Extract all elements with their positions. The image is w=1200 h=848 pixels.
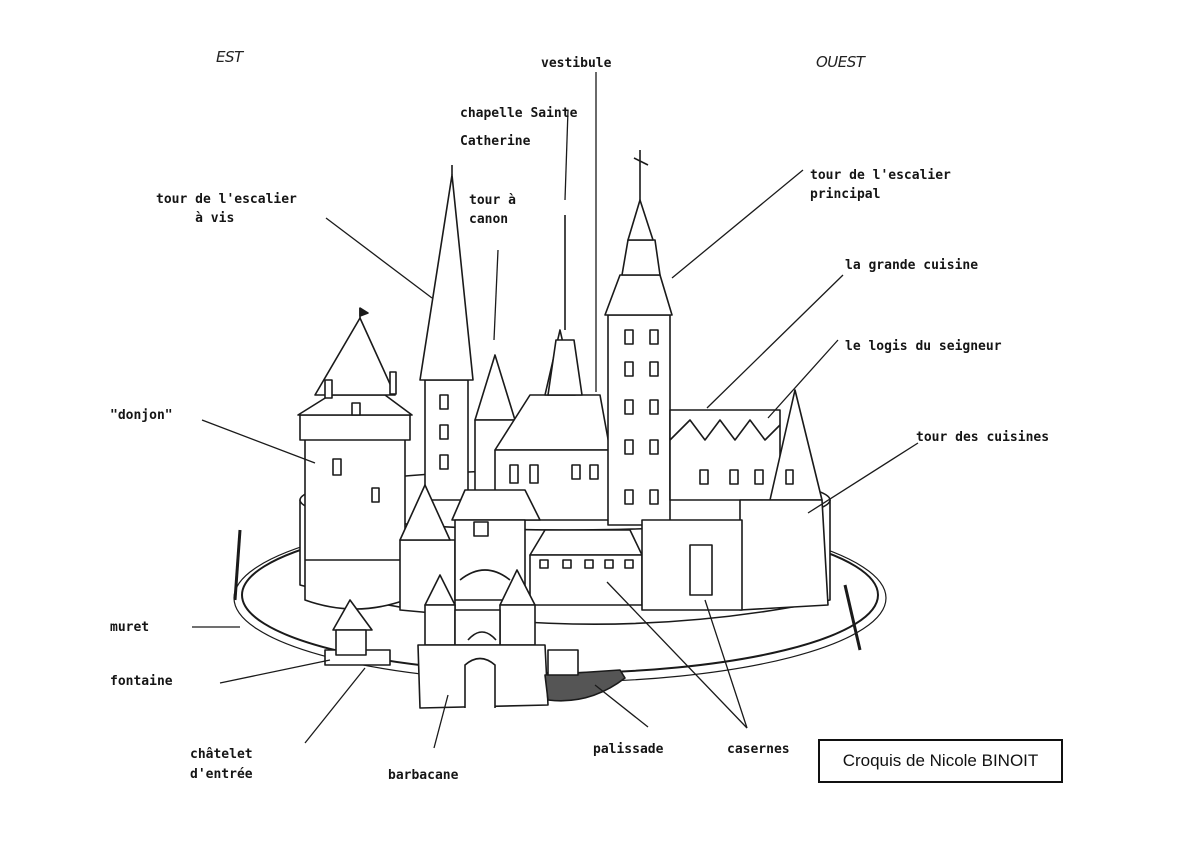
label-barbacane: barbacane — [388, 768, 459, 783]
label-chatelet: châtelet d'entrée — [190, 747, 253, 782]
palisade — [544, 649, 626, 702]
label-fontaine: fontaine — [110, 674, 173, 689]
lords-lodging — [669, 409, 781, 501]
label-tour-cuisines: tour des cuisines — [916, 430, 1050, 445]
barracks — [529, 519, 743, 611]
label-tour-escalier-principal: tour de l'escalier principal — [810, 168, 951, 202]
label-palissade: palissade — [593, 742, 664, 757]
ring-posts — [233, 529, 862, 651]
spiral-stair-tower — [419, 165, 474, 501]
label-muret: muret — [110, 620, 150, 635]
label-logis-seigneur: le logis du seigneur — [845, 339, 1002, 354]
credit-box: Croquis de Nicole BINOIT — [818, 739, 1063, 783]
label-tour-escalier-vis: tour de l'escalier à vis — [156, 192, 297, 226]
kitchen-tower — [739, 389, 829, 611]
main-stair-tower — [604, 150, 673, 526]
fountain — [324, 599, 391, 666]
barbican — [417, 569, 549, 709]
west-label: OUEST — [816, 53, 865, 71]
leader-lines — [192, 72, 919, 749]
credit-text: Croquis de Nicole BINOIT — [842, 751, 1039, 770]
chapel — [494, 215, 611, 521]
label-tour-canon: tour à canon — [469, 193, 516, 227]
label-grande-cuisine: la grande cuisine — [845, 258, 979, 273]
donjon-tower — [297, 307, 413, 610]
east-label: EST — [216, 48, 243, 66]
label-vestibule: vestibule — [541, 56, 612, 71]
label-casernes: casernes — [727, 742, 790, 757]
label-chapelle: chapelle Sainte Catherine — [460, 106, 578, 149]
label-donjon: "donjon" — [110, 408, 173, 423]
